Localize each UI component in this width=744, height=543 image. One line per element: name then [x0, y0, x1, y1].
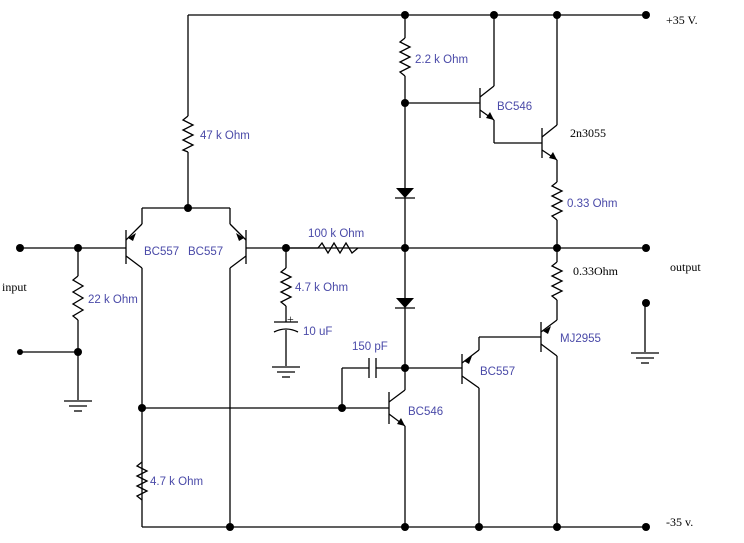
resistor-0-33-bottom [550, 248, 564, 320]
resistor-100k [286, 241, 359, 255]
label-input: input [2, 280, 27, 294]
tail-wiring [142, 15, 230, 209]
label-resistor-47k: 47 k Ohm [200, 130, 250, 142]
resistor-0-33-top [550, 181, 564, 248]
transistor-mj2955 [479, 319, 558, 527]
label-bc557-right: BC557 [188, 246, 223, 258]
capacitor-150pf [341, 358, 405, 408]
ground-symbol-input [64, 400, 92, 412]
diode-upper [395, 188, 415, 199]
label-positive-supply: +35 V. [666, 13, 698, 27]
label-output: output [670, 260, 701, 274]
ground-symbol-output [631, 303, 659, 364]
label-resistor-4-7k-feedback: 4.7 k Ohm [295, 282, 348, 294]
label-resistor-0-33-bottom: 0.33Ohm [573, 264, 619, 278]
label-resistor-2-2k: 2.2 k Ohm [415, 54, 468, 66]
label-resistor-4-7k-tail: 4.7 k Ohm [150, 476, 203, 488]
label-bc557-driver: BC557 [480, 366, 515, 378]
label-capacitor-150pf: 150 pF [352, 341, 388, 353]
junction-dots [16, 11, 650, 531]
label-resistor-100k: 100 k Ohm [308, 228, 364, 240]
bias-chain-wiring [404, 15, 480, 390]
transistor-2n3055 [541, 15, 558, 182]
resistor-47k [181, 115, 195, 153]
resistor-4-7k-feedback [279, 248, 293, 322]
input-wiring [20, 247, 126, 400]
ground-symbol-feedback [272, 366, 300, 378]
resistor-2-2k [398, 37, 412, 77]
label-capacitor-10uf: 10 uF [303, 326, 332, 338]
label-resistor-0-33-top: 0.33 Ohm [567, 198, 618, 210]
label-bc546-driver: BC546 [497, 101, 532, 113]
transistor-bc557-right [229, 208, 286, 527]
transistor-bc546-vas [388, 389, 406, 527]
label-mj2955: MJ2955 [560, 333, 601, 345]
capacitor-10uf [273, 321, 299, 366]
label-negative-supply: -35 v. [666, 515, 693, 529]
resistor-22k [71, 275, 85, 321]
transistor-bc557-left [125, 208, 143, 527]
label-capacitor-plus: + [287, 312, 294, 326]
resistor-4-7k-tail [135, 461, 149, 501]
label-bc546-vas: BC546 [408, 406, 443, 418]
label-resistor-22k: 22 k Ohm [88, 294, 138, 306]
label-2n3055: 2n3055 [570, 126, 606, 140]
label-bc557-left: BC557 [144, 246, 179, 258]
transistor-bc546-driver [479, 15, 542, 144]
transistor-bc557-driver [461, 337, 480, 527]
diode-lower [395, 298, 415, 309]
